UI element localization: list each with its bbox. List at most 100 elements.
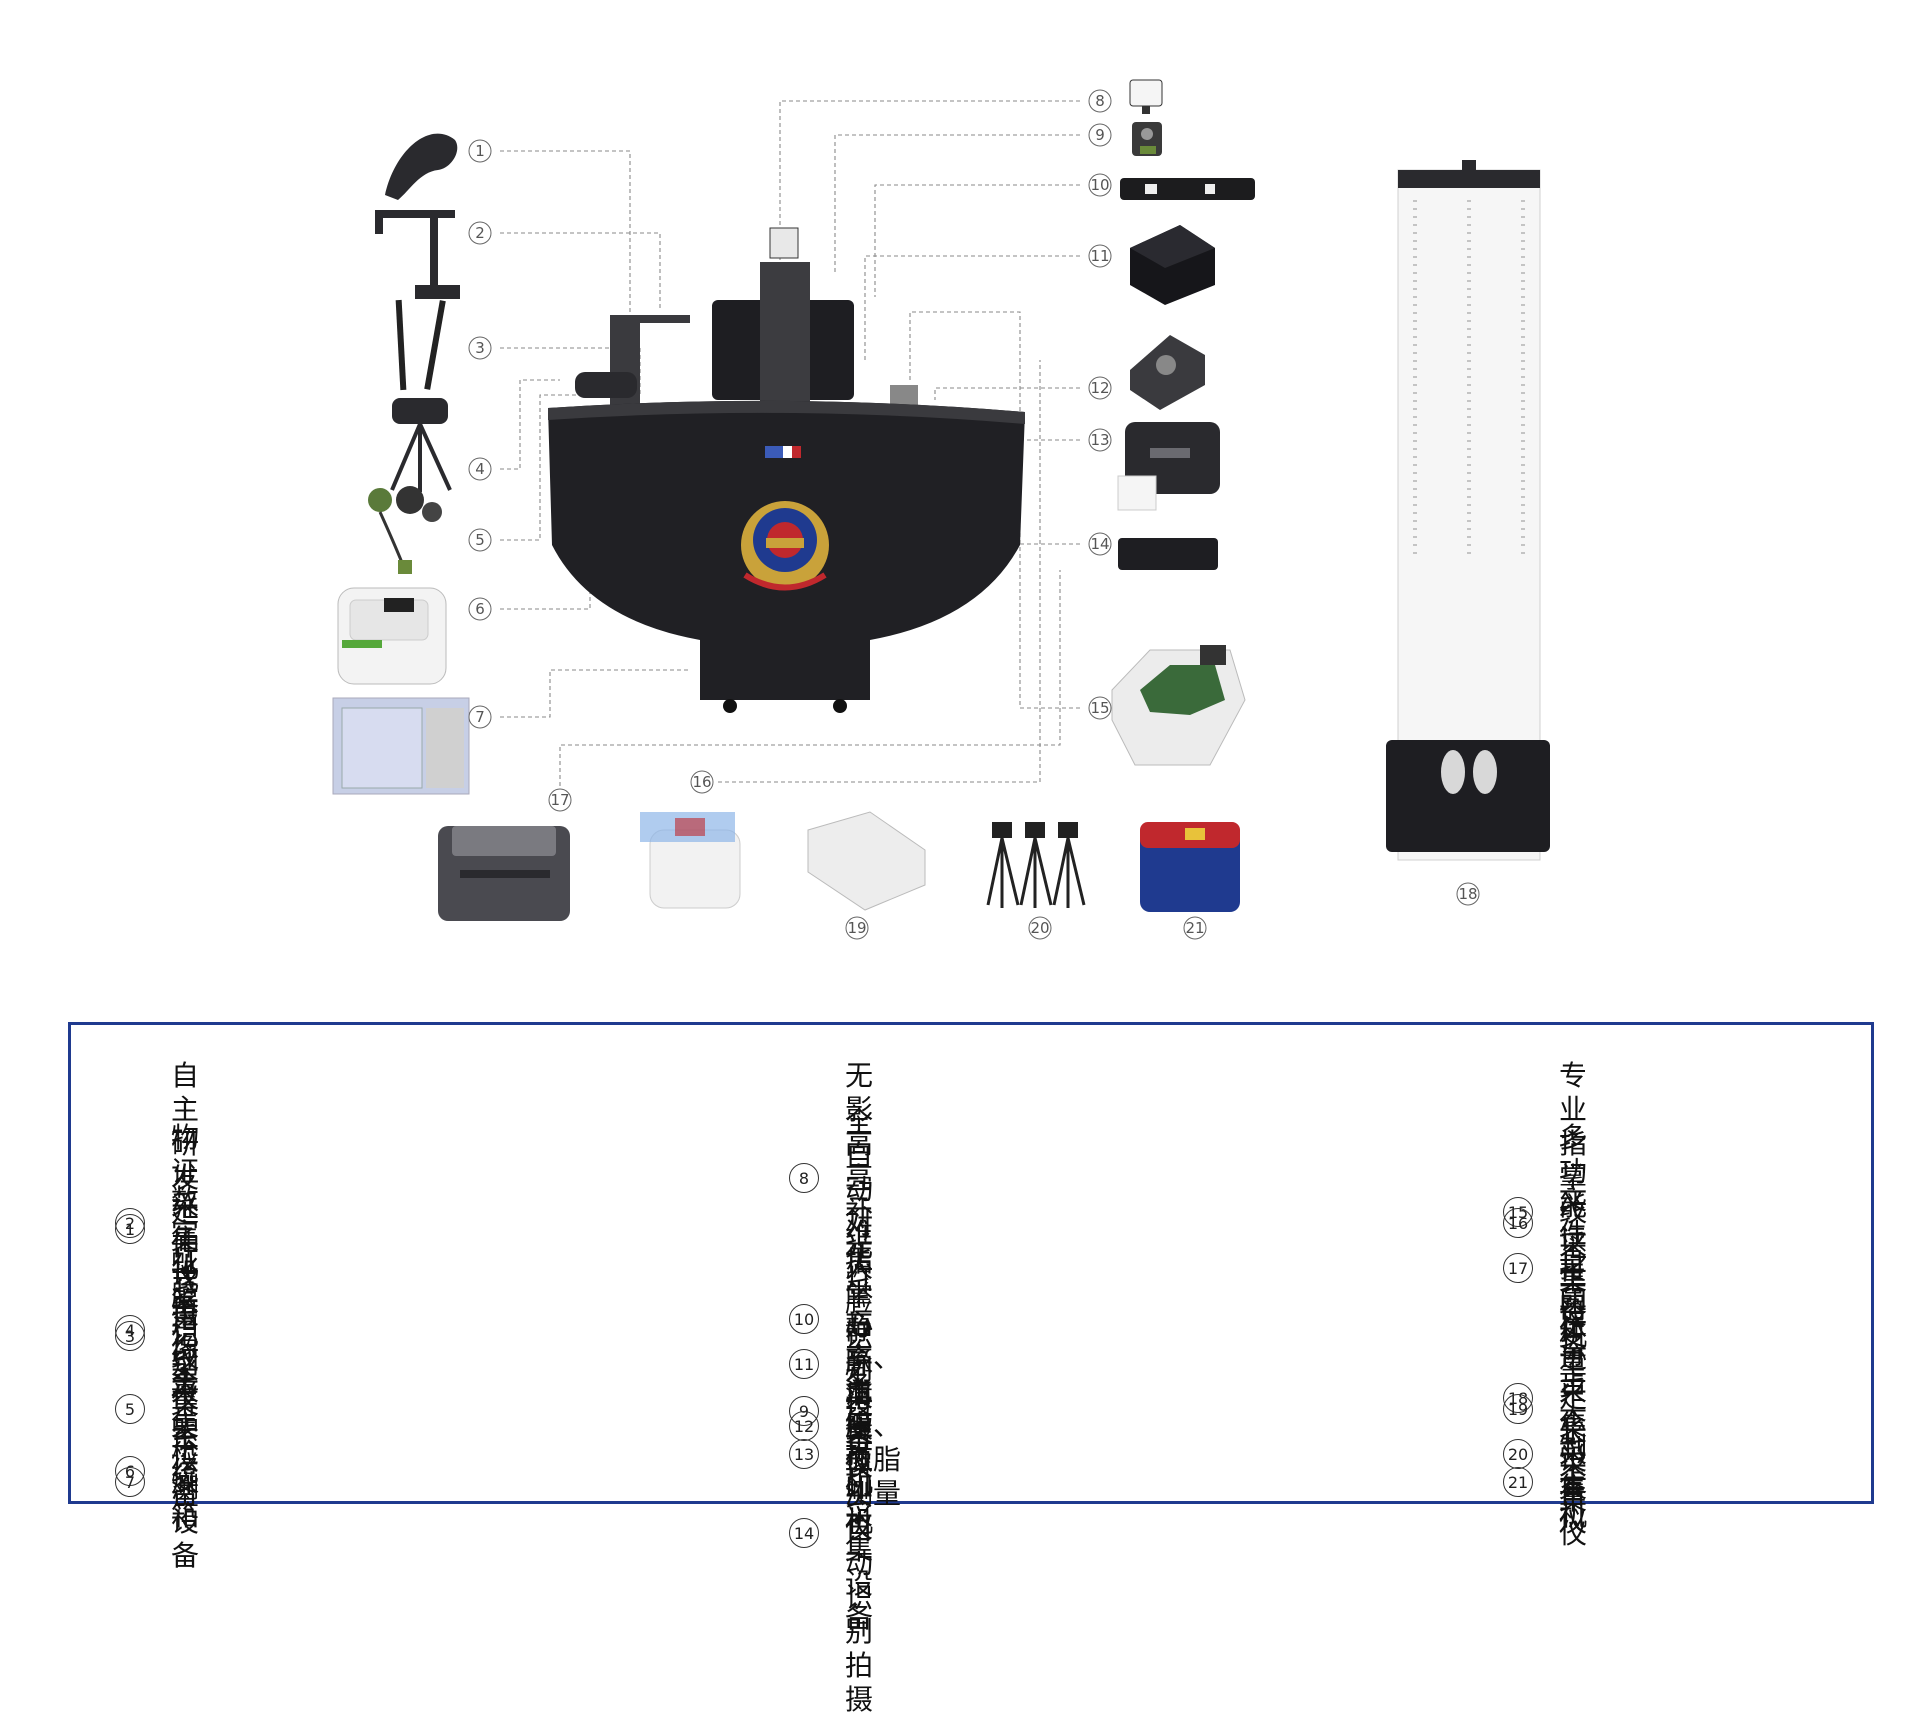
svg-text:6: 6 bbox=[475, 600, 485, 618]
legend-label: 数字化笔记采集系统 bbox=[171, 1183, 200, 1488]
svg-text:10: 10 bbox=[1090, 176, 1109, 194]
callout-15: 15 bbox=[1088, 696, 1112, 720]
legend-label: 身高体重足长采集仪 bbox=[1559, 1245, 1588, 1550]
svg-text:16: 16 bbox=[692, 773, 711, 791]
device-health-meter-icon bbox=[1130, 335, 1205, 410]
legend-number: 21 bbox=[1503, 1467, 1533, 1497]
legend-number: 5 bbox=[115, 1394, 145, 1424]
legend-label: 足迹采集设备 bbox=[1559, 1307, 1588, 1510]
police-emblem-icon bbox=[741, 501, 829, 591]
legend-item-16: 16 多功能读卡器 bbox=[1503, 1121, 1587, 1325]
legend-item-21: 21 制卡机 bbox=[1503, 1431, 1587, 1533]
svg-text:17: 17 bbox=[550, 791, 569, 809]
legend-label: 虹膜识别仪 bbox=[171, 1245, 200, 1414]
legend-label: 物证采集设备 bbox=[171, 1121, 200, 1324]
legend-number: 10 bbox=[789, 1304, 819, 1334]
svg-text:20: 20 bbox=[1030, 919, 1049, 937]
device-card-maker-icon bbox=[1140, 822, 1240, 912]
callout-16: 16 bbox=[690, 770, 714, 794]
device-fill-light-icon bbox=[1129, 79, 1163, 114]
legend-number: 4 bbox=[115, 1315, 145, 1345]
device-hd-camera-icon bbox=[1132, 122, 1162, 156]
legend-number: 7 bbox=[115, 1467, 145, 1497]
callout-7: 7 bbox=[468, 705, 492, 729]
legend-number: 2 bbox=[115, 1208, 145, 1238]
legend-number: 19 bbox=[1503, 1394, 1533, 1424]
legend-number: 16 bbox=[1503, 1208, 1533, 1238]
legend-label: 指掌静脉采集仪 bbox=[845, 1245, 874, 1482]
legend-item-14: 14 手机采集设备 bbox=[789, 1431, 873, 1635]
device-document-printer-icon bbox=[438, 826, 570, 921]
callout-19: 19 bbox=[845, 916, 869, 940]
legend-label: 三维人脸识别设备 bbox=[845, 1183, 874, 1454]
legend-number: 17 bbox=[1503, 1253, 1533, 1283]
callout-11: 11 bbox=[1088, 244, 1112, 268]
svg-text:7: 7 bbox=[475, 708, 485, 726]
legend-item-4: 4 虹膜识别仪 bbox=[115, 1245, 199, 1415]
device-drug-tester-icon bbox=[337, 587, 447, 685]
svg-text:4: 4 bbox=[475, 460, 485, 478]
callout-10: 10 bbox=[1088, 173, 1112, 197]
svg-text:5: 5 bbox=[475, 531, 485, 549]
legend-item-19: 19 足迹采集设备 bbox=[1503, 1307, 1587, 1511]
callout-21: 21 bbox=[1183, 916, 1207, 940]
callout-13: 13 bbox=[1088, 428, 1112, 452]
callout-14: 14 bbox=[1088, 532, 1112, 556]
legend-item-2: 2 物证采集设备 bbox=[115, 1121, 199, 1325]
device-footprint-collector-icon bbox=[807, 811, 926, 911]
legend-label: 多功能读卡器 bbox=[1559, 1121, 1588, 1324]
callout-18: 18 bbox=[1456, 882, 1480, 906]
legend-item-10: 10 三维人脸识别设备 bbox=[789, 1183, 873, 1455]
device-barcode-printer-icon bbox=[1117, 422, 1220, 511]
svg-text:13: 13 bbox=[1090, 431, 1109, 449]
legend-item-17: 17 文件打印机 bbox=[1503, 1183, 1587, 1353]
callout-20: 20 bbox=[1028, 916, 1052, 940]
callout-17: 17 bbox=[548, 788, 572, 812]
legend-item-5: 5 声纹采集设备 bbox=[115, 1307, 199, 1511]
callout-9: 9 bbox=[1088, 123, 1112, 147]
legend-label: 条码打印机 bbox=[845, 1369, 874, 1538]
legend-label: 手机采集设备 bbox=[845, 1431, 874, 1634]
svg-text:8: 8 bbox=[1095, 92, 1105, 110]
callout-numbers: 1 2 3 4 5 6 7 8 9 10 11 12 13 14 15 16 1… bbox=[468, 89, 1480, 940]
device-evidence-camera-icon bbox=[375, 210, 460, 299]
callout-3: 3 bbox=[468, 336, 492, 360]
svg-text:3: 3 bbox=[475, 339, 485, 357]
callout-4: 4 bbox=[468, 457, 492, 481]
svg-text:2: 2 bbox=[475, 224, 485, 242]
legend-label: 心率、血压、血脂测量仪 bbox=[845, 1307, 902, 1544]
device-voiceprint-icon bbox=[368, 486, 442, 574]
legend-number: 14 bbox=[789, 1518, 819, 1548]
svg-text:14: 14 bbox=[1090, 535, 1109, 553]
device-palmprint-collector-icon bbox=[1111, 645, 1246, 766]
leader-lines bbox=[500, 100, 1080, 800]
device-drying-oven-icon bbox=[332, 697, 470, 795]
legend-label: 文件打印机 bbox=[1559, 1183, 1588, 1352]
device-gait-collector-icon bbox=[986, 822, 1086, 908]
device-card-reader-icon bbox=[640, 812, 741, 909]
legend-label: 自主研发延伸式摄像头 bbox=[171, 1059, 200, 1398]
svg-text:18: 18 bbox=[1458, 885, 1477, 903]
device-phone-collector-icon bbox=[1118, 538, 1218, 570]
legend-label: 步态采集仪 bbox=[1559, 1369, 1588, 1538]
callout-5: 5 bbox=[468, 528, 492, 552]
legend-item-7: 7 干燥箱 bbox=[115, 1431, 199, 1533]
svg-text:9: 9 bbox=[1095, 126, 1105, 144]
legend-label: 干燥箱 bbox=[171, 1431, 200, 1532]
svg-text:19: 19 bbox=[847, 919, 866, 937]
device-3d-face-recognition-icon bbox=[1120, 178, 1255, 200]
svg-text:11: 11 bbox=[1090, 247, 1109, 265]
device-palm-vein-icon bbox=[1130, 225, 1215, 305]
device-height-weight-stand-icon bbox=[1386, 160, 1550, 861]
callout-1: 1 bbox=[468, 139, 492, 163]
central-workstation-desk bbox=[548, 227, 1025, 713]
legend-label: 制卡机 bbox=[1559, 1431, 1588, 1532]
legend-number: 11 bbox=[789, 1349, 819, 1379]
legend-label: 声纹采集设备 bbox=[171, 1307, 200, 1510]
